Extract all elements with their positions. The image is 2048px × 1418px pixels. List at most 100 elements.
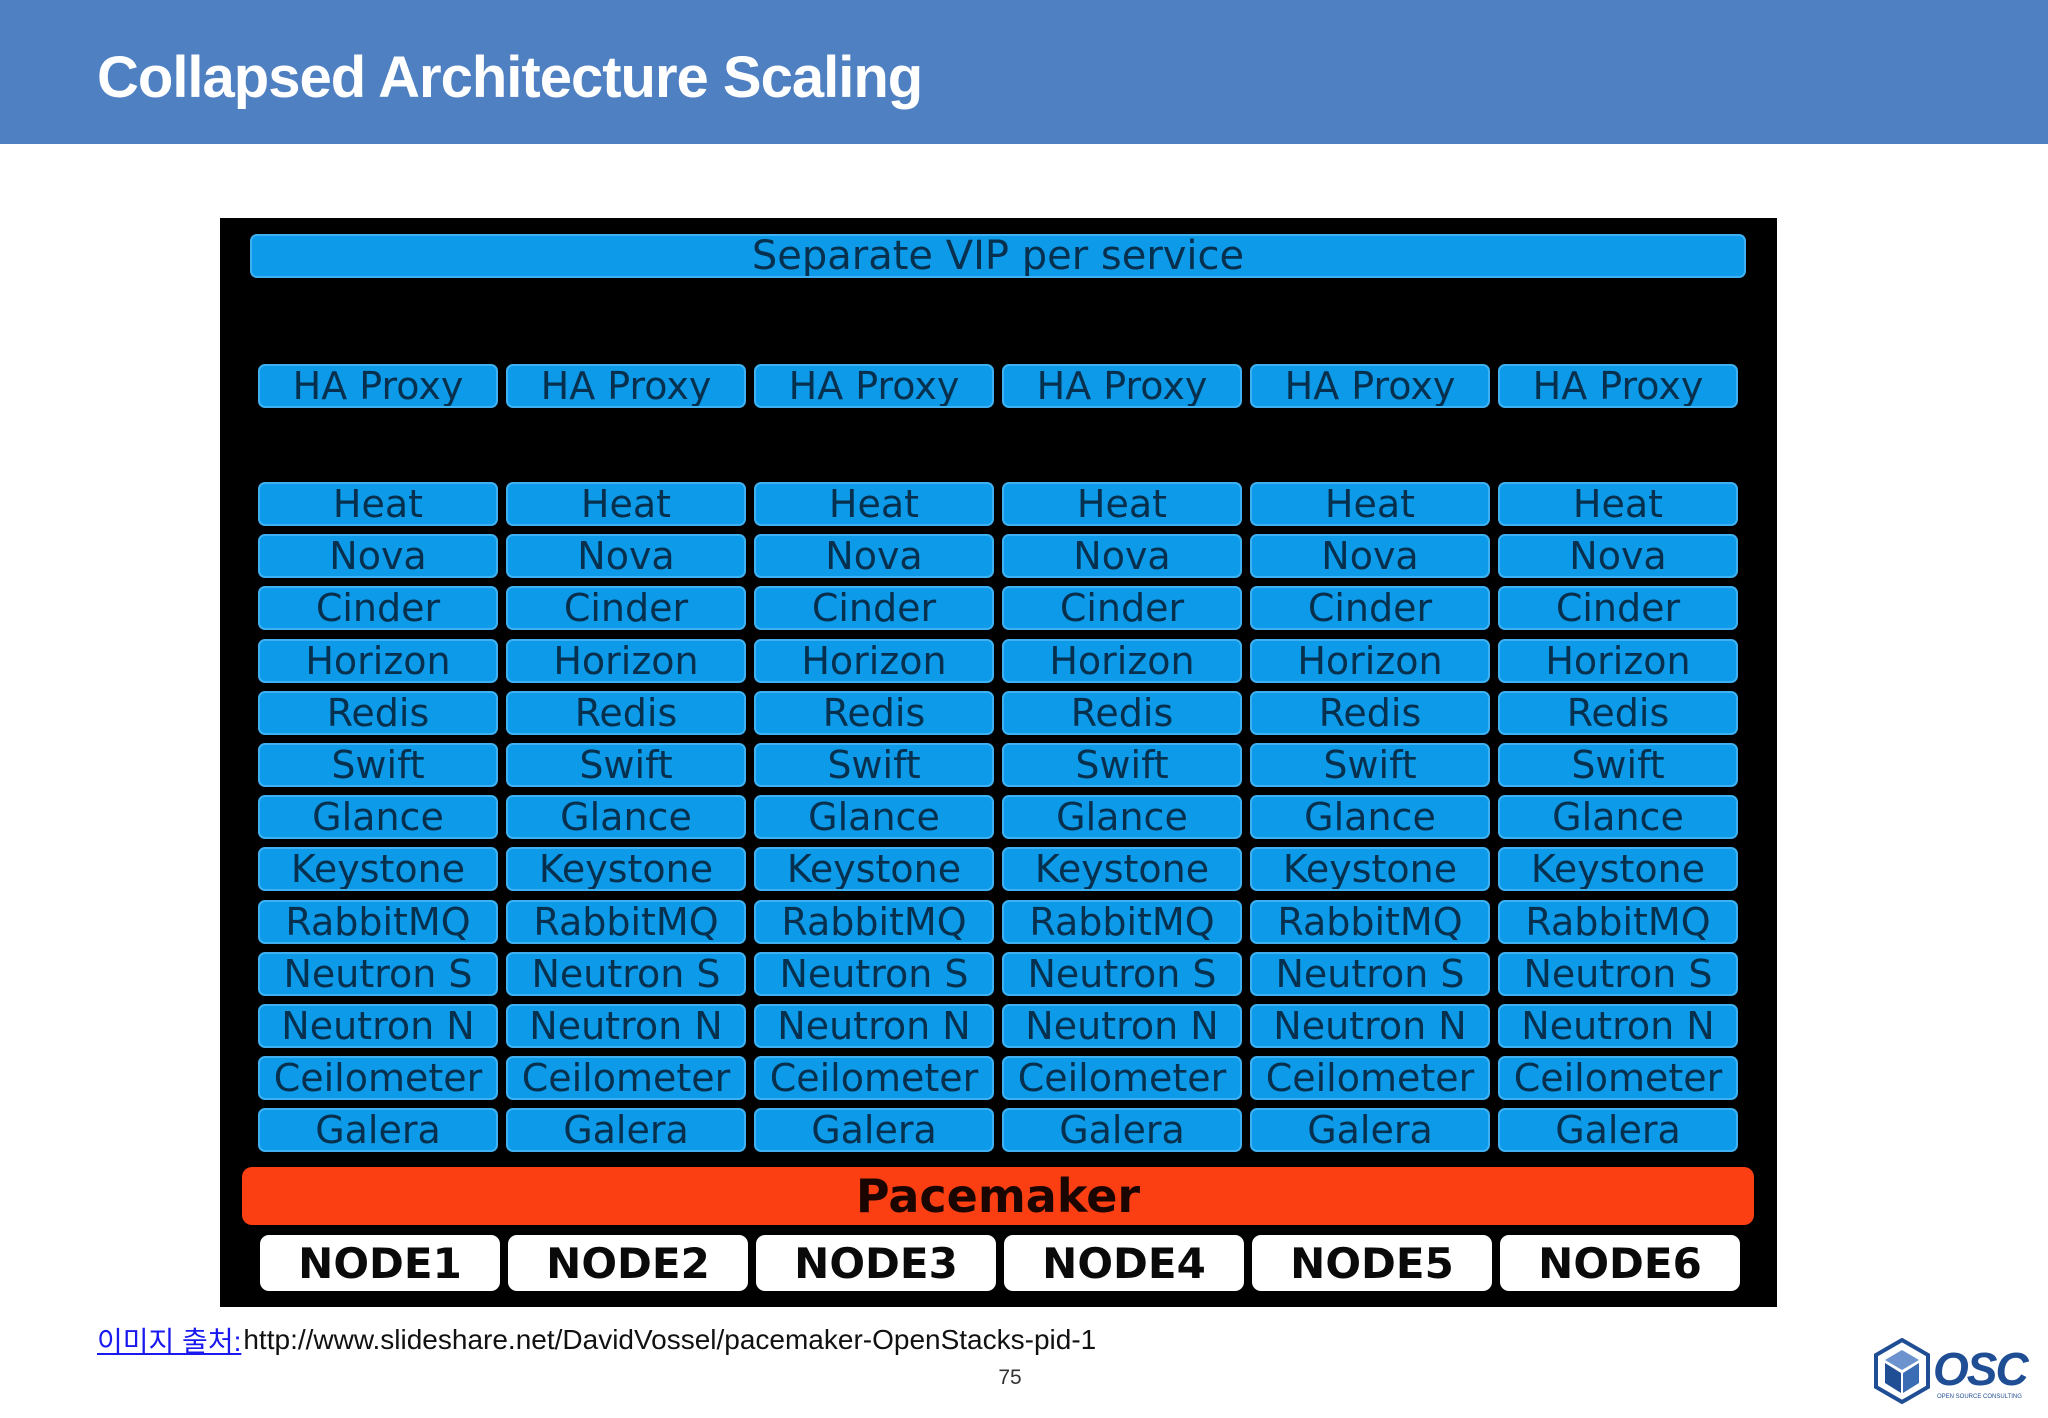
vip-bar: Separate VIP per service <box>250 234 1746 278</box>
service-box-neutron-n: Neutron N <box>506 1004 746 1048</box>
service-box-glance: Glance <box>506 795 746 839</box>
service-box-glance: Glance <box>754 795 994 839</box>
service-box-horizon: Horizon <box>1250 639 1490 683</box>
service-box-glance: Glance <box>258 795 498 839</box>
service-box-horizon: Horizon <box>1498 639 1738 683</box>
ha-proxy-box: HA Proxy <box>258 364 498 408</box>
service-box-keystone: Keystone <box>258 847 498 891</box>
slide-header: Collapsed Architecture Scaling <box>0 0 2048 144</box>
service-box-swift: Swift <box>1002 743 1242 787</box>
service-box-swift: Swift <box>1250 743 1490 787</box>
service-box-rabbitmq: RabbitMQ <box>1002 900 1242 944</box>
osc-logo: OSC OPEN SOURCE CONSULTING <box>1873 1338 2033 1406</box>
service-box-keystone: Keystone <box>1002 847 1242 891</box>
ha-proxy-box: HA Proxy <box>754 364 994 408</box>
service-box-nova: Nova <box>258 534 498 578</box>
service-box-redis: Redis <box>1002 691 1242 735</box>
service-box-cinder: Cinder <box>1002 586 1242 630</box>
service-box-rabbitmq: RabbitMQ <box>754 900 994 944</box>
service-box-neutron-s: Neutron S <box>1498 952 1738 996</box>
service-box-heat: Heat <box>1002 482 1242 526</box>
page-number: 75 <box>998 1366 1022 1389</box>
image-source: 이미지 출처: http://www.slideshare.net/DavidV… <box>97 1322 1096 1358</box>
service-box-neutron-n: Neutron N <box>754 1004 994 1048</box>
service-box-ceilometer: Ceilometer <box>258 1056 498 1100</box>
node-box: NODE5 <box>1252 1235 1492 1291</box>
service-box-swift: Swift <box>258 743 498 787</box>
service-box-neutron-n: Neutron N <box>1002 1004 1242 1048</box>
service-box-redis: Redis <box>1250 691 1490 735</box>
cube-logo-icon <box>1874 1338 1930 1405</box>
service-box-cinder: Cinder <box>1250 586 1490 630</box>
service-box-redis: Redis <box>506 691 746 735</box>
service-box-horizon: Horizon <box>754 639 994 683</box>
service-box-rabbitmq: RabbitMQ <box>1498 900 1738 944</box>
service-box-galera: Galera <box>506 1108 746 1152</box>
service-box-neutron-n: Neutron N <box>258 1004 498 1048</box>
service-box-horizon: Horizon <box>1002 639 1242 683</box>
service-box-keystone: Keystone <box>1250 847 1490 891</box>
service-box-nova: Nova <box>1250 534 1490 578</box>
node-box: NODE3 <box>756 1235 996 1291</box>
service-box-glance: Glance <box>1498 795 1738 839</box>
service-box-redis: Redis <box>754 691 994 735</box>
service-box-keystone: Keystone <box>1498 847 1738 891</box>
service-box-ceilometer: Ceilometer <box>506 1056 746 1100</box>
ha-proxy-box: HA Proxy <box>1250 364 1490 408</box>
service-box-galera: Galera <box>1250 1108 1490 1152</box>
image-source-link-label[interactable]: 이미지 출처: <box>97 1326 242 1357</box>
ha-proxy-box: HA Proxy <box>1498 364 1738 408</box>
service-box-galera: Galera <box>1498 1108 1738 1152</box>
service-box-heat: Heat <box>506 482 746 526</box>
logo-tagline: OPEN SOURCE CONSULTING <box>1937 1394 2022 1400</box>
service-box-nova: Nova <box>506 534 746 578</box>
service-box-horizon: Horizon <box>258 639 498 683</box>
service-box-neutron-s: Neutron S <box>754 952 994 996</box>
service-box-galera: Galera <box>754 1108 994 1152</box>
service-box-neutron-s: Neutron S <box>1250 952 1490 996</box>
service-box-swift: Swift <box>1498 743 1738 787</box>
service-box-neutron-s: Neutron S <box>506 952 746 996</box>
service-box-cinder: Cinder <box>258 586 498 630</box>
service-box-glance: Glance <box>1002 795 1242 839</box>
service-box-ceilometer: Ceilometer <box>1498 1056 1738 1100</box>
service-box-heat: Heat <box>258 482 498 526</box>
service-box-galera: Galera <box>258 1108 498 1152</box>
service-box-heat: Heat <box>1498 482 1738 526</box>
service-box-rabbitmq: RabbitMQ <box>1250 900 1490 944</box>
service-box-keystone: Keystone <box>506 847 746 891</box>
service-box-ceilometer: Ceilometer <box>754 1056 994 1100</box>
service-box-nova: Nova <box>1002 534 1242 578</box>
service-box-neutron-s: Neutron S <box>1002 952 1242 996</box>
service-box-horizon: Horizon <box>506 639 746 683</box>
service-box-neutron-s: Neutron S <box>258 952 498 996</box>
service-box-nova: Nova <box>1498 534 1738 578</box>
service-box-heat: Heat <box>754 482 994 526</box>
service-box-glance: Glance <box>1250 795 1490 839</box>
service-box-neutron-n: Neutron N <box>1498 1004 1738 1048</box>
logo-text: OSC <box>1933 1343 2029 1395</box>
service-box-nova: Nova <box>754 534 994 578</box>
service-box-rabbitmq: RabbitMQ <box>258 900 498 944</box>
service-box-swift: Swift <box>754 743 994 787</box>
service-box-redis: Redis <box>258 691 498 735</box>
service-box-swift: Swift <box>506 743 746 787</box>
slide-title: Collapsed Architecture Scaling <box>97 45 923 110</box>
service-box-ceilometer: Ceilometer <box>1250 1056 1490 1100</box>
service-box-cinder: Cinder <box>754 586 994 630</box>
image-source-url: http://www.slideshare.net/DavidVossel/pa… <box>243 1324 1097 1355</box>
service-box-redis: Redis <box>1498 691 1738 735</box>
service-box-rabbitmq: RabbitMQ <box>506 900 746 944</box>
node-box: NODE4 <box>1004 1235 1244 1291</box>
ha-proxy-box: HA Proxy <box>506 364 746 408</box>
service-box-cinder: Cinder <box>506 586 746 630</box>
ha-proxy-box: HA Proxy <box>1002 364 1242 408</box>
node-box: NODE6 <box>1500 1235 1740 1291</box>
service-box-keystone: Keystone <box>754 847 994 891</box>
service-box-neutron-n: Neutron N <box>1250 1004 1490 1048</box>
service-box-heat: Heat <box>1250 482 1490 526</box>
service-box-galera: Galera <box>1002 1108 1242 1152</box>
service-box-cinder: Cinder <box>1498 586 1738 630</box>
node-box: NODE1 <box>260 1235 500 1291</box>
